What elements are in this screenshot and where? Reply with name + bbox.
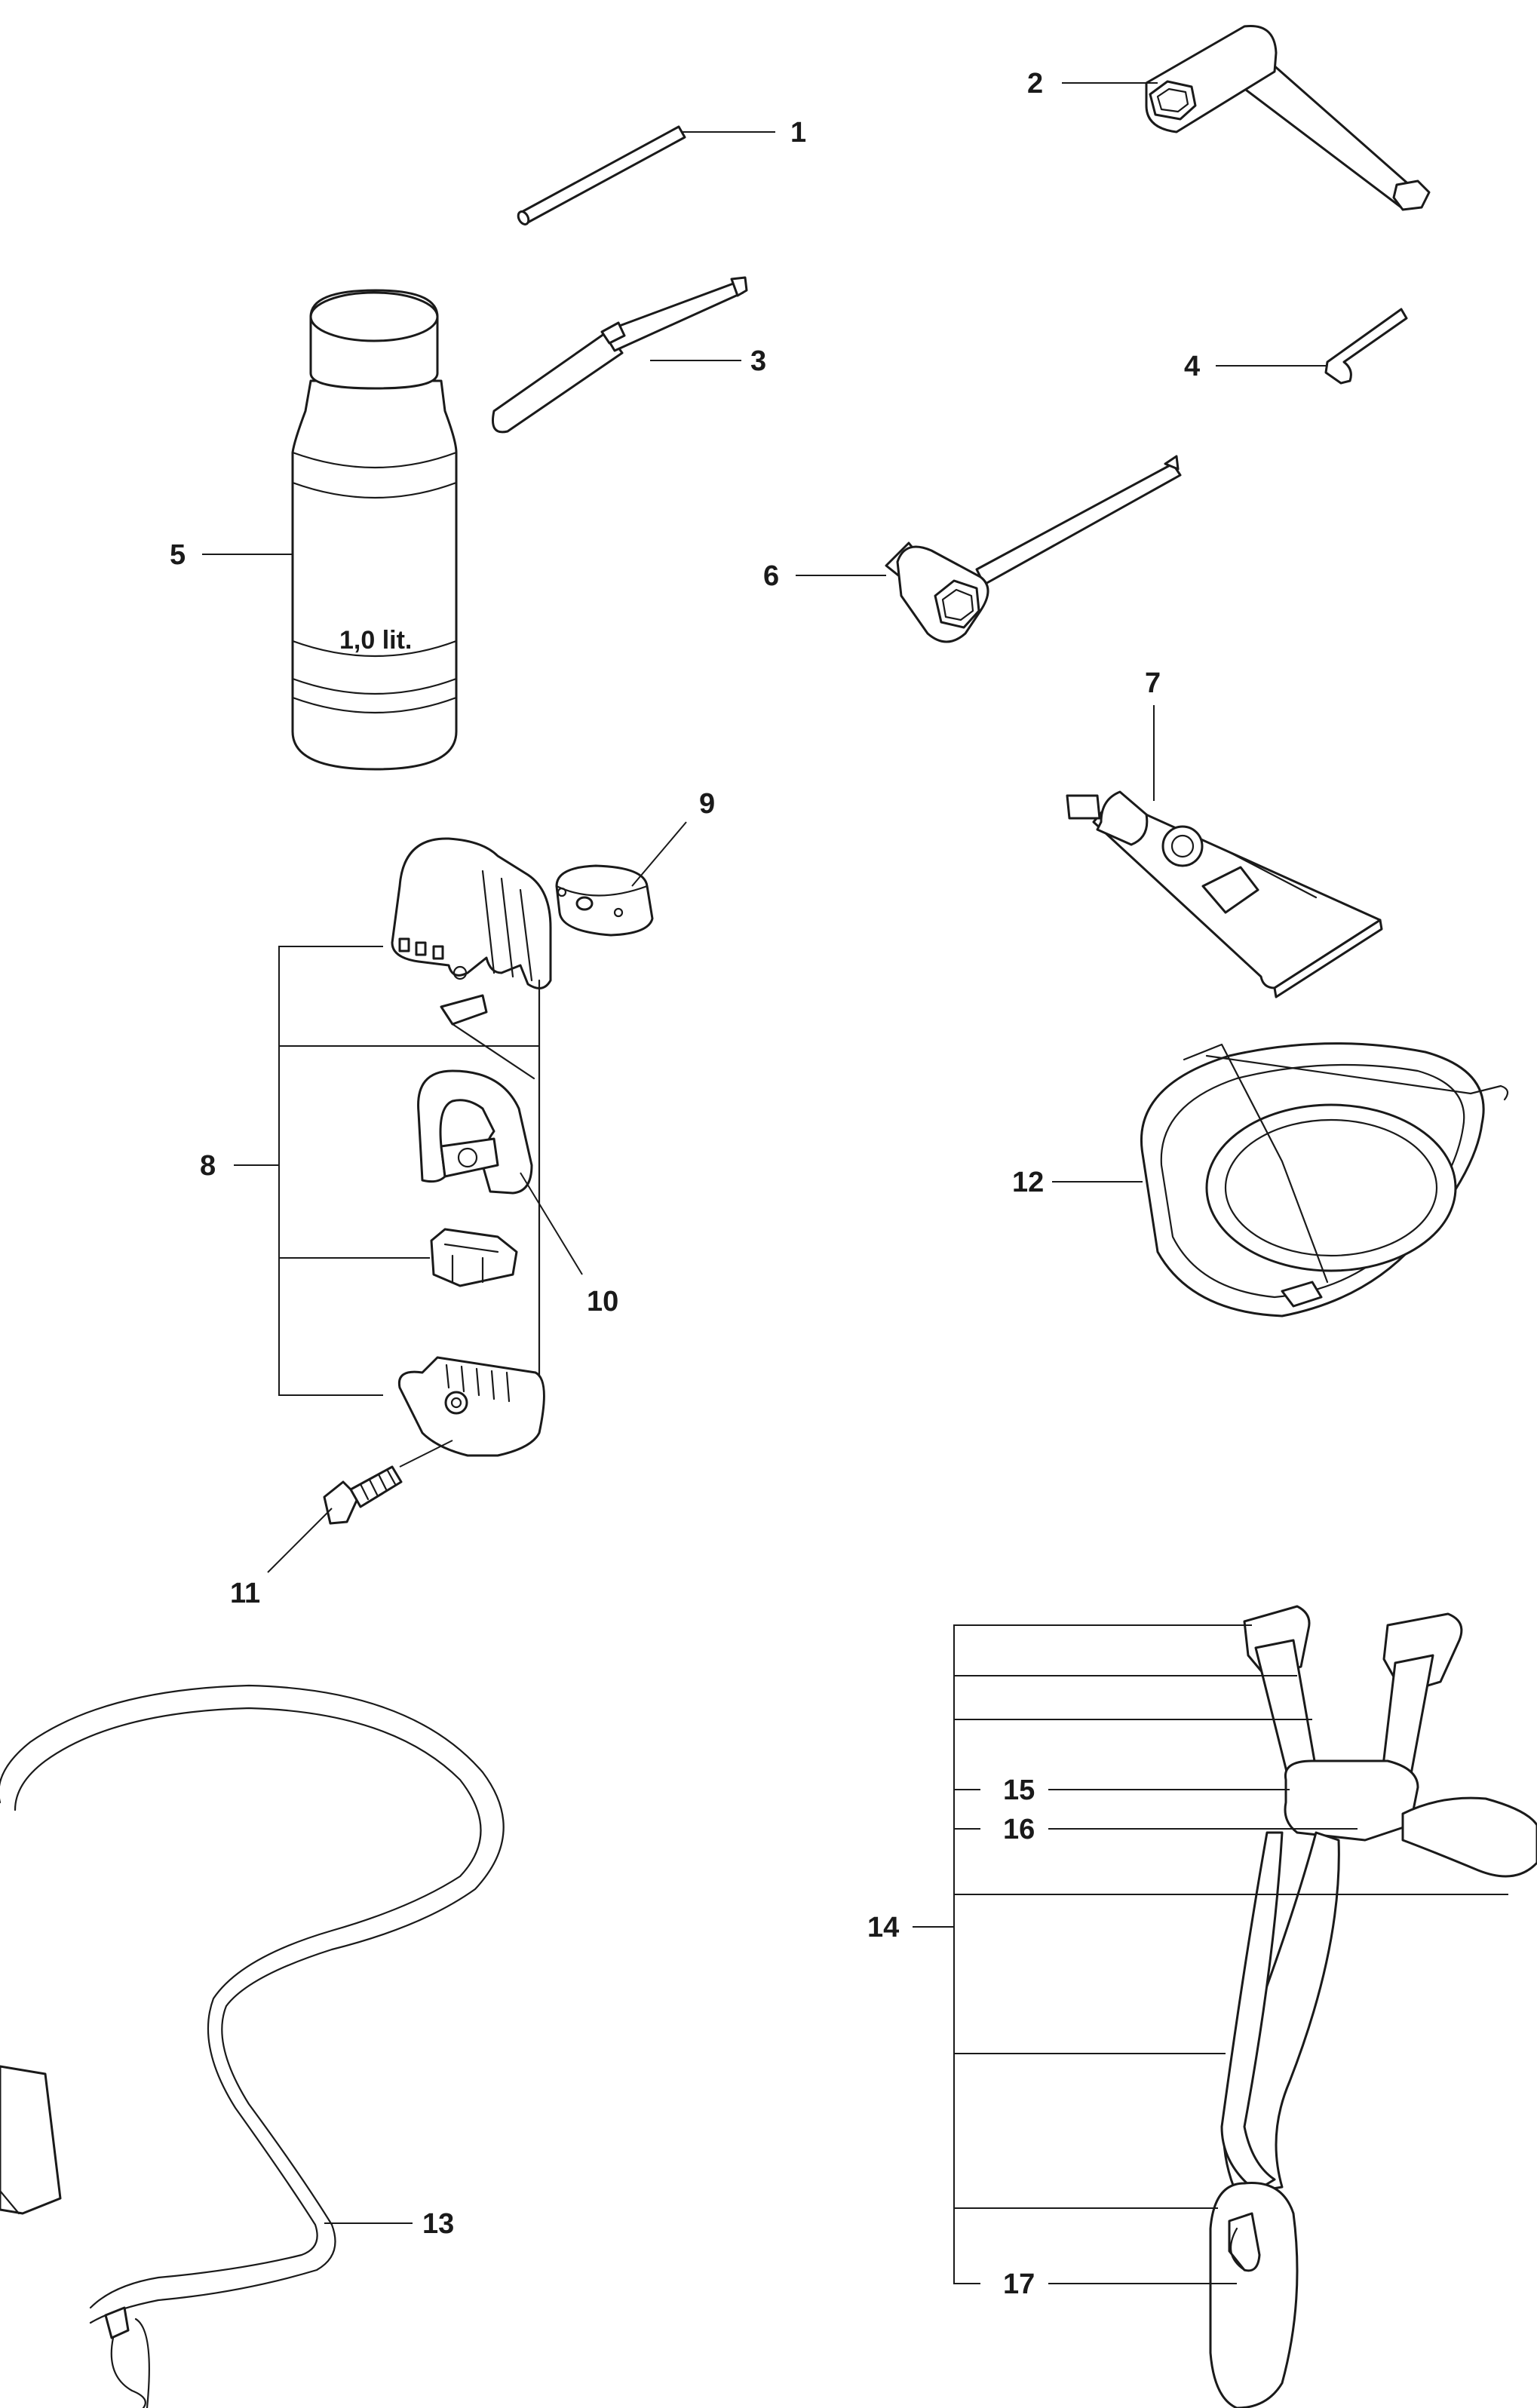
callout-12: 12	[1012, 1167, 1044, 1198]
callout-15: 15	[1003, 1775, 1035, 1806]
callout-5: 5	[170, 539, 186, 571]
part-1-pin	[517, 125, 686, 225]
callout-9: 9	[699, 788, 715, 820]
callout-13: 13	[422, 2208, 454, 2240]
callout-10: 10	[587, 1286, 618, 1317]
callout-6: 6	[763, 560, 779, 592]
part-3-screwdriver	[492, 276, 748, 434]
part-4-hex-key	[1324, 308, 1408, 385]
part-12-trimmer-guard	[1140, 1042, 1509, 1317]
callout-3: 3	[750, 345, 766, 377]
callout-8: 8	[200, 1150, 216, 1182]
part-14-harness	[1209, 1605, 1537, 2408]
part-2-combination-spanner	[1145, 24, 1431, 211]
bracket-14	[953, 1624, 1252, 2284]
leader-11	[267, 1508, 333, 1573]
callout-14: 14	[867, 1912, 899, 1943]
part-13-shoulder-strap	[0, 1684, 505, 2408]
leader-10	[520, 1172, 583, 1275]
callout-17: 17	[1003, 2268, 1035, 2300]
part-11-screw	[323, 1465, 403, 1525]
callout-11: 11	[230, 1578, 260, 1609]
callout-4: 4	[1184, 351, 1200, 382]
callout-1: 1	[790, 117, 806, 149]
part-5-oil-bottle: 1,0 lit.	[291, 289, 458, 771]
bottle-volume-label: 1,0 lit.	[339, 626, 412, 655]
callout-16: 16	[1003, 1814, 1035, 1845]
part-7-grease-tube	[1066, 790, 1383, 998]
part-6-socket-wrench	[885, 455, 1182, 643]
bracket-8	[278, 946, 383, 1396]
leader-9	[631, 821, 687, 887]
callout-7: 7	[1145, 667, 1161, 699]
part-8-clamp-assembly	[391, 837, 552, 1457]
leader-11b	[399, 1440, 453, 1468]
callout-2: 2	[1027, 68, 1043, 100]
part-9-nut	[555, 864, 654, 937]
